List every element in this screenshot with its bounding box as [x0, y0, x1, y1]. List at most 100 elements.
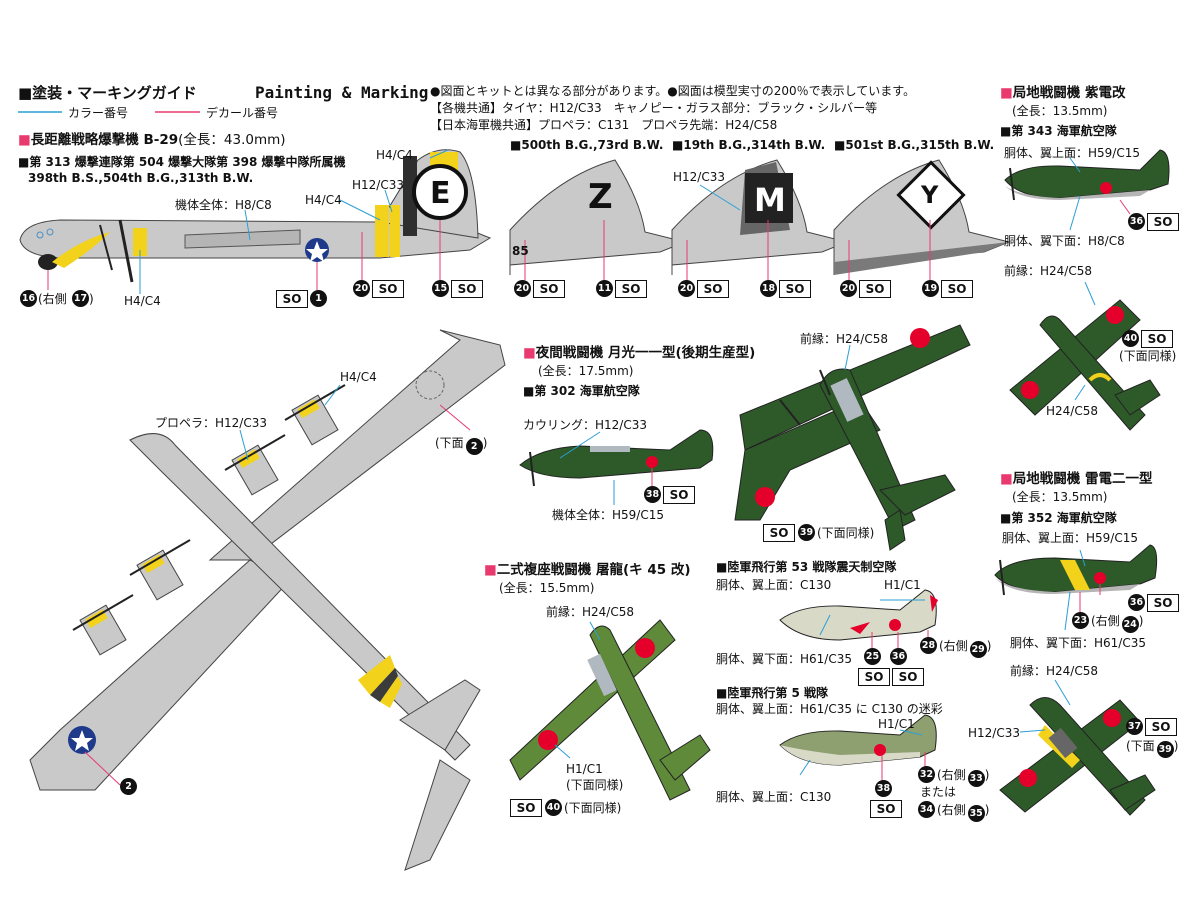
raiden-decal-39: 39	[1156, 741, 1174, 758]
gekko-under: (下面同様)	[817, 526, 875, 540]
guide-title: ■塗装・マーキングガイド	[18, 84, 197, 102]
army53-decal-28: 28	[920, 637, 937, 654]
gekko-cowl: カウリング：H12/C33	[523, 418, 647, 432]
army5-upper: 胴体、翼上面：H61/C35 に C130 の迷彩	[716, 702, 943, 716]
tail-3-decal: 19	[922, 280, 939, 297]
raiden-name: ■局地戦闘機 雷電二一型	[1000, 471, 1153, 487]
b29-top-under-text: (下面	[435, 436, 464, 450]
tail-3-decal-20: 20	[840, 280, 857, 297]
gekko-decal-39: 39	[798, 524, 815, 541]
legend-decal-label: デカール番号	[206, 106, 279, 120]
raiden-decal-24: 24	[1121, 616, 1139, 633]
so-b29: SO	[276, 290, 308, 308]
so-b29-15: SO	[451, 280, 483, 298]
decal-2: 2	[120, 778, 137, 795]
so-gekko: SO	[663, 486, 695, 504]
army53-upper: 胴体、翼上面：C130	[716, 578, 832, 592]
army5-lower: 胴体、翼上面：C130	[716, 790, 832, 804]
so-shiden: SO	[1147, 213, 1179, 231]
gekko-name: ■夜間戦闘機 月光一一型(後期生産型)	[523, 345, 756, 361]
shiden-unit: ■第 343 海軍航空隊	[1000, 124, 1117, 138]
army5-unit: ■陸軍飛行第 5 戦隊	[716, 686, 829, 700]
tail-2-label: ■19th B.G.,314th B.W.	[672, 138, 826, 152]
toryu-name: ■二式複座戦闘機 屠龍(キ 45 改)	[484, 562, 691, 578]
so-raiden: SO	[1147, 594, 1179, 612]
b29-paren-close: )	[89, 292, 94, 306]
decal-16: 16	[20, 290, 37, 307]
raiden-decal-36: 36	[1128, 594, 1145, 611]
gekko-body: 機体全体：H59/C15	[552, 508, 664, 522]
army53-h1: H1/C1	[884, 578, 921, 592]
tail-1-decal: 11	[596, 280, 613, 297]
b29-side-label: (右側	[38, 292, 67, 306]
tail-3-letter: Y	[921, 181, 939, 209]
b29-h4-color-a: H4/C4	[305, 193, 342, 207]
decal-20-main: 20	[353, 280, 370, 297]
army53-lower: 胴体、翼下面：H61/C35	[716, 652, 852, 666]
b29-h4-color-c: H4/C4	[124, 294, 161, 308]
tail-2-decal: 18	[760, 280, 777, 297]
so-army53-a: SO	[858, 668, 890, 686]
so-tail-1b: SO	[615, 280, 647, 298]
raiden-decal-23: 23	[1072, 612, 1089, 629]
army5-decal-32: 32	[918, 766, 935, 783]
b29-side-view	[19, 149, 492, 283]
army5-decal-33: 33	[967, 770, 985, 787]
army5-or: または	[920, 785, 957, 799]
so-army5: SO	[870, 800, 902, 818]
toryu-lead: 前縁：H24/C58	[546, 605, 634, 619]
army5-h1: H1/C1	[878, 717, 915, 731]
b29-body-color: 機体全体：H8/C8	[175, 198, 272, 212]
so-tail-1a: SO	[533, 280, 565, 298]
toryu-decal-40: 40	[545, 799, 562, 816]
raiden-under-text: (下面	[1126, 739, 1155, 753]
tail-h12-color: H12/C33	[673, 170, 725, 184]
toryu-top-view	[509, 619, 711, 801]
b29-top-view	[29, 329, 506, 871]
toryu-length: (全長：15.5mm)	[499, 581, 595, 595]
raiden-upper: 胴体、翼上面：H59/C15	[1002, 531, 1138, 545]
legend-color-label: カラー番号	[68, 106, 129, 120]
raiden-decal-37: 37	[1126, 718, 1143, 735]
gekko-side-view	[519, 429, 714, 487]
so-toryu: SO	[510, 799, 542, 817]
so-gekko-top: SO	[763, 524, 795, 542]
b29-tail-letter-e: E	[430, 176, 451, 211]
tail-85-label: 85	[512, 244, 529, 258]
guide-title-en: Painting & Marking	[255, 83, 429, 102]
b29-top-h4: H4/C4	[340, 370, 377, 384]
raiden-lead: 前縁：H24/C58	[1010, 664, 1098, 678]
tail-3-label: ■501st B.G.,315th B.W.	[834, 138, 995, 152]
raiden-unit: ■第 352 海軍航空隊	[1000, 511, 1117, 525]
tail-2-letter: M	[754, 181, 786, 219]
so-shiden-top: SO	[1141, 330, 1173, 348]
gekko-lead: 前縁：H24/C58	[800, 332, 888, 346]
army53-side-text: (右側	[939, 639, 968, 653]
decal-15: 15	[432, 280, 449, 297]
b29-h12-color: H12/C33	[352, 178, 404, 192]
raiden-length: (全長：13.5mm)	[1012, 490, 1108, 504]
so-tail-2b: SO	[779, 280, 811, 298]
army53-decal-25: 25	[864, 648, 881, 665]
army5-side-1-text: (右側	[937, 768, 966, 782]
shiden-side-view	[1004, 149, 1170, 201]
so-raiden-top: SO	[1145, 718, 1177, 736]
army5-side-2-text: (右側	[937, 803, 966, 817]
raiden-h12: H12/C33	[968, 726, 1020, 740]
tail-views	[509, 159, 1011, 275]
b29-unit-jp: ■第 313 爆撃連隊第 504 爆撃大隊第 398 爆撃中隊所属機	[18, 155, 346, 169]
shiden-name: ■局地戦闘機 紫電改	[1000, 85, 1126, 101]
raiden-lower: 胴体、翼下面：H61/C35	[1010, 636, 1146, 650]
shiden-under: (下面同様)	[1119, 349, 1177, 363]
tail-1-decal-20: 20	[514, 280, 531, 297]
army53-decal-36: 36	[890, 648, 907, 665]
so-tail-3a: SO	[859, 280, 891, 298]
so-b29-20: SO	[372, 280, 404, 298]
